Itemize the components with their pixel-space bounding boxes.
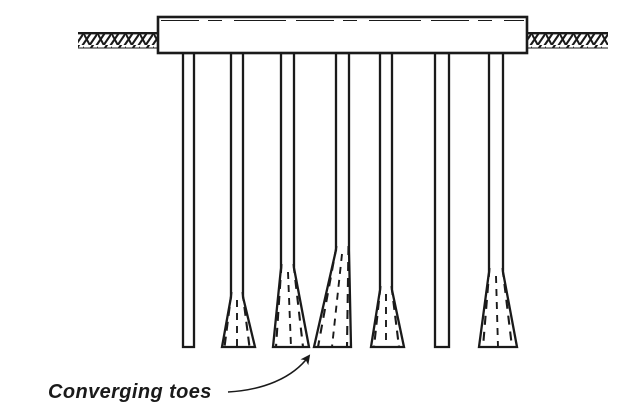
pile-3 [271,51,311,349]
pile-7-toe-dash-right [501,267,514,348]
ground-hatch-right [527,33,608,48]
pile-2-toe-dash-left [223,291,233,348]
ground-right [526,32,608,49]
pile-group [181,51,519,349]
pile-5 [369,51,406,349]
pile-2-shaft [220,51,257,349]
pile-4-toe-dash-right [345,245,350,348]
pile-3-toe-dash-left [274,263,283,348]
pile-7 [477,51,519,349]
pile-cap-body [156,15,529,55]
pile-7-toe-dash-left [481,267,491,348]
pile-2 [220,51,257,349]
pile-1 [181,51,196,349]
ground-left [78,32,159,49]
pile-5-toe-dash-left [372,285,382,348]
pile-5-toe-dash-right [390,285,401,348]
pile-4-toe-dash-left [316,245,338,348]
pile-cap [156,15,529,55]
ground-hatch-left [78,33,158,48]
pile-7-shaft [477,51,519,349]
pile-2-toe-dash-right [241,291,251,348]
leader-line [227,354,311,393]
pile-6-shaft [433,51,451,349]
pile-3-toe-dash-right [292,263,305,348]
pile-6 [433,51,451,349]
pile-4-shaft [312,51,353,349]
pile-5-shaft [369,51,406,349]
annotation-converging-toes: Converging toes [48,354,311,403]
converging-toes-label: Converging toes [48,381,212,403]
ground-group [78,32,608,49]
pile-4 [312,51,353,349]
pile-4-toe-centerline [331,253,343,348]
pile-1-shaft [181,51,196,349]
